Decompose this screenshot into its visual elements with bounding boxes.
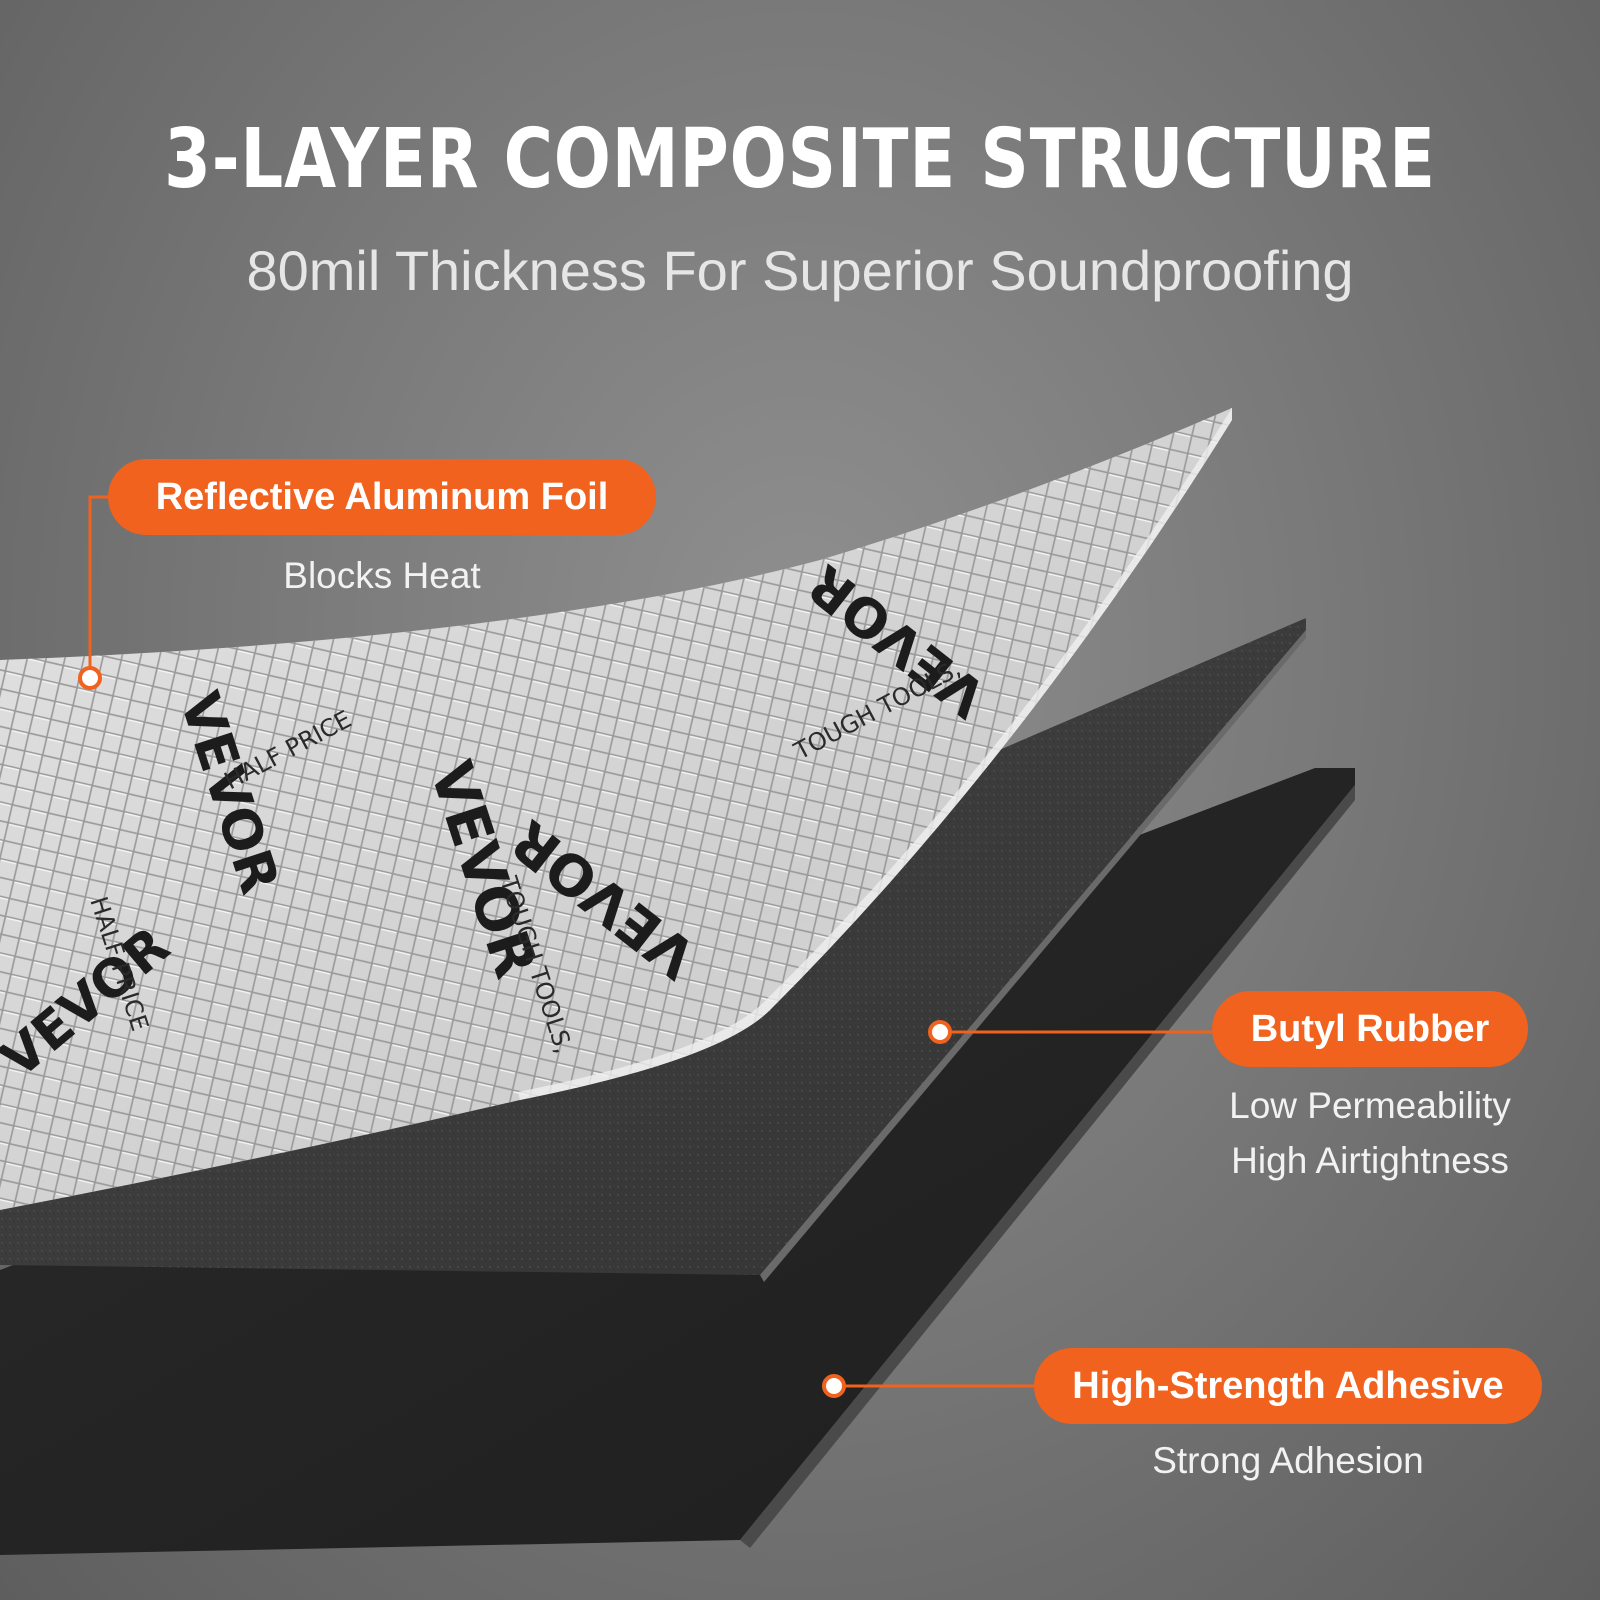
- rubber-marker-dot: [928, 1020, 952, 1044]
- adhesive-label: High-Strength Adhesive: [1034, 1348, 1542, 1424]
- page-subtitle: 80mil Thickness For Superior Soundproofi…: [246, 239, 1354, 302]
- rubber-description-line-1: Low Permeability: [1229, 1085, 1511, 1126]
- foil-marker-dot: [78, 666, 102, 690]
- rubber-label: Butyl Rubber: [1212, 991, 1528, 1067]
- foil-label: Reflective Aluminum Foil: [108, 459, 656, 535]
- adhesive-description: Strong Adhesion: [1152, 1440, 1424, 1481]
- rubber-description-line-2: High Airtightness: [1231, 1140, 1509, 1181]
- foil-callout-line: [88, 495, 110, 678]
- adhesive-marker-dot: [822, 1374, 846, 1398]
- page-title: 3-LAYER COMPOSITE STRUCTURE: [164, 112, 1436, 207]
- foil-description: Blocks Heat: [283, 555, 481, 596]
